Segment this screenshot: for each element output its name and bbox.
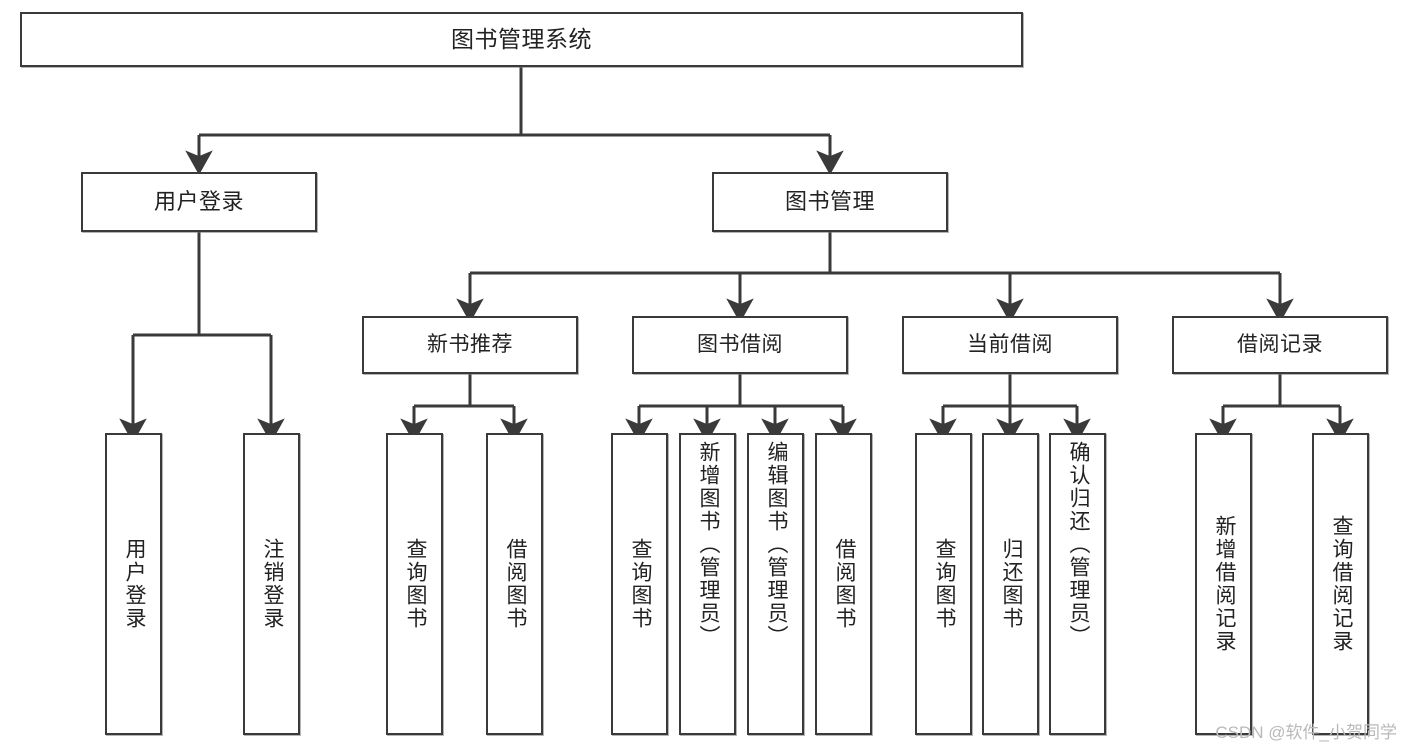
leaf-user-login[interactable]: 用户登录	[105, 433, 162, 735]
leaf-borrow-book-label: 借阅图书	[832, 538, 856, 630]
leaf-query-book-current[interactable]: 查询图书	[915, 433, 972, 735]
leaf-query-book-borrow[interactable]: 查询图书	[611, 433, 668, 735]
node-new-book-recommend-label: 新书推荐	[427, 333, 513, 357]
leaf-add-borrow-record-label: 新增借阅记录	[1212, 515, 1236, 653]
node-user-login-label: 用户登录	[153, 188, 244, 214]
node-root-label: 图书管理系统	[451, 26, 592, 53]
leaf-borrow-book[interactable]: 借阅图书	[815, 433, 872, 735]
leaf-logout-label: 注销登录	[260, 538, 284, 630]
leaf-confirm-return-admin-label: 确认归还（管理员）	[1066, 441, 1090, 648]
leaf-edit-book-admin[interactable]: 编辑图书（管理员）	[747, 433, 804, 735]
leaf-query-borrow-record[interactable]: 查询借阅记录	[1312, 433, 1369, 735]
node-book-management-label: 图书管理	[784, 188, 875, 214]
leaf-query-book-current-label: 查询图书	[932, 538, 956, 630]
node-user-login[interactable]: 用户登录	[81, 172, 317, 232]
leaf-confirm-return-admin[interactable]: 确认归还（管理员）	[1049, 433, 1106, 735]
leaf-add-book-admin-label: 新增图书（管理员）	[696, 441, 720, 648]
node-new-book-recommend[interactable]: 新书推荐	[362, 316, 578, 374]
node-root[interactable]: 图书管理系统	[20, 12, 1023, 67]
leaf-return-book-label: 归还图书	[999, 538, 1023, 630]
node-book-borrow[interactable]: 图书借阅	[632, 316, 848, 374]
leaf-edit-book-admin-label: 编辑图书（管理员）	[764, 441, 788, 648]
leaf-add-book-admin[interactable]: 新增图书（管理员）	[679, 433, 736, 735]
leaf-query-borrow-record-label: 查询借阅记录	[1329, 515, 1353, 653]
leaf-borrow-book-recommend-label: 借阅图书	[503, 538, 527, 630]
node-book-management[interactable]: 图书管理	[712, 172, 948, 232]
leaf-query-book-recommend-label: 查询图书	[403, 538, 427, 630]
node-borrow-record-label: 借阅记录	[1237, 333, 1323, 357]
leaf-borrow-book-recommend[interactable]: 借阅图书	[486, 433, 543, 735]
node-current-borrow[interactable]: 当前借阅	[902, 316, 1118, 374]
leaf-add-borrow-record[interactable]: 新增借阅记录	[1195, 433, 1252, 735]
node-book-borrow-label: 图书借阅	[697, 333, 783, 357]
leaf-logout[interactable]: 注销登录	[243, 433, 300, 735]
leaf-query-book-borrow-label: 查询图书	[628, 538, 652, 630]
leaf-user-login-label: 用户登录	[122, 538, 146, 630]
leaf-return-book[interactable]: 归还图书	[982, 433, 1039, 735]
leaf-query-book-recommend[interactable]: 查询图书	[386, 433, 443, 735]
node-current-borrow-label: 当前借阅	[967, 333, 1053, 357]
node-borrow-record[interactable]: 借阅记录	[1172, 316, 1388, 374]
watermark-text: CSDN @软件_小贺同学	[1215, 723, 1397, 742]
